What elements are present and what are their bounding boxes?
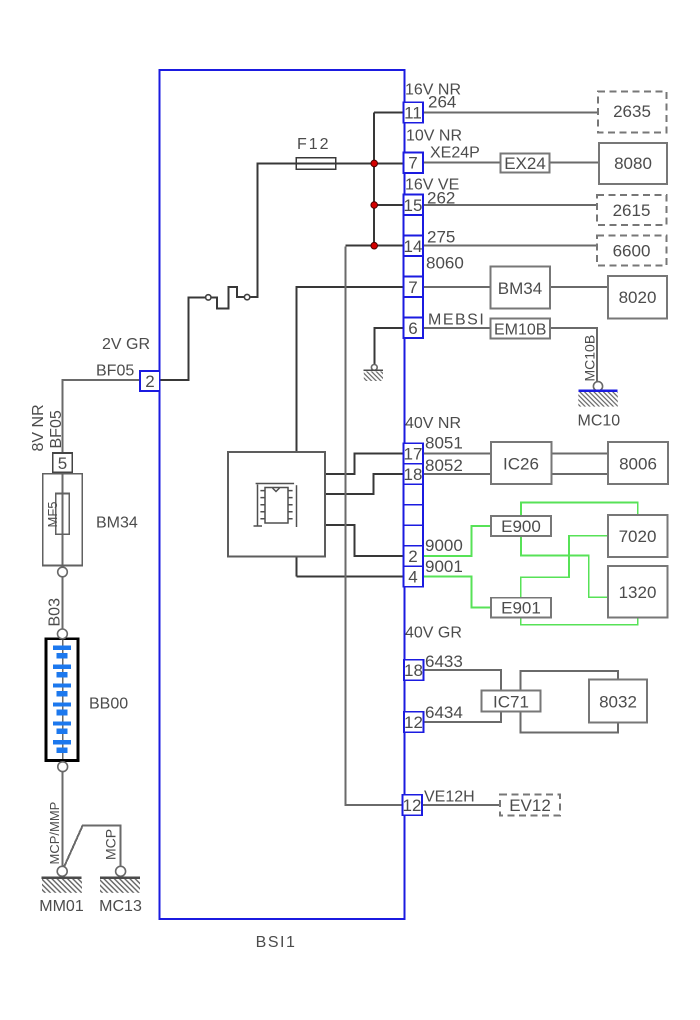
svg-text:262: 262 xyxy=(427,189,455,208)
svg-text:2: 2 xyxy=(408,547,417,566)
svg-text:IC26: IC26 xyxy=(503,455,539,474)
svg-text:7: 7 xyxy=(408,154,417,173)
svg-text:275: 275 xyxy=(427,228,455,247)
svg-text:8051: 8051 xyxy=(425,434,463,453)
svg-text:8032: 8032 xyxy=(599,693,637,712)
svg-text:BF05: BF05 xyxy=(48,410,65,448)
svg-text:15: 15 xyxy=(404,196,423,215)
svg-text:16V VE: 16V VE xyxy=(405,177,459,194)
svg-text:8020: 8020 xyxy=(619,288,657,307)
svg-text:2V GR: 2V GR xyxy=(102,336,150,353)
svg-text:40V NR: 40V NR xyxy=(405,415,461,432)
svg-text:EV12: EV12 xyxy=(509,796,551,815)
svg-text:VE12H: VE12H xyxy=(424,789,475,806)
svg-text:IC71: IC71 xyxy=(493,693,529,712)
svg-text:2615: 2615 xyxy=(613,201,651,220)
svg-text:2: 2 xyxy=(145,372,154,391)
svg-text:17: 17 xyxy=(404,445,423,464)
svg-text:18: 18 xyxy=(404,465,423,484)
svg-text:MC13: MC13 xyxy=(99,898,142,915)
svg-text:9001: 9001 xyxy=(425,557,463,576)
svg-text:6: 6 xyxy=(408,319,417,338)
svg-text:BB00: BB00 xyxy=(89,696,128,713)
svg-text:BSI1: BSI1 xyxy=(256,934,297,951)
svg-text:EX24: EX24 xyxy=(504,154,546,173)
svg-text:MF5: MF5 xyxy=(45,502,60,528)
svg-text:F12: F12 xyxy=(297,136,331,153)
svg-text:MCP: MCP xyxy=(103,829,119,860)
svg-text:B03: B03 xyxy=(47,598,64,627)
svg-text:MCP/MMP: MCP/MMP xyxy=(47,802,62,865)
svg-text:MC10B: MC10B xyxy=(582,335,598,382)
svg-text:40V GR: 40V GR xyxy=(405,625,462,642)
svg-text:6434: 6434 xyxy=(425,703,463,722)
svg-text:9000: 9000 xyxy=(425,536,463,555)
svg-text:XE24P: XE24P xyxy=(430,145,480,162)
svg-text:8006: 8006 xyxy=(619,455,657,474)
svg-text:E900: E900 xyxy=(501,517,541,536)
svg-text:8V NR: 8V NR xyxy=(30,404,47,451)
svg-text:5: 5 xyxy=(58,454,67,473)
svg-text:12: 12 xyxy=(404,713,423,732)
svg-text:BM34: BM34 xyxy=(96,515,138,532)
svg-text:8080: 8080 xyxy=(614,154,652,173)
svg-text:MEBSI: MEBSI xyxy=(428,312,485,329)
svg-text:6600: 6600 xyxy=(613,242,651,261)
svg-text:11: 11 xyxy=(404,104,422,123)
svg-text:10V NR: 10V NR xyxy=(406,128,462,145)
svg-text:1320: 1320 xyxy=(619,583,657,602)
svg-text:12: 12 xyxy=(403,796,422,815)
svg-text:MM01: MM01 xyxy=(39,898,84,915)
svg-text:6433: 6433 xyxy=(425,652,463,671)
svg-text:14: 14 xyxy=(404,237,423,256)
svg-text:8060: 8060 xyxy=(426,254,464,273)
svg-text:MC10: MC10 xyxy=(578,413,621,430)
svg-text:7020: 7020 xyxy=(619,527,657,546)
svg-text:E901: E901 xyxy=(501,599,541,618)
svg-text:8052: 8052 xyxy=(425,456,463,475)
svg-text:BM34: BM34 xyxy=(498,279,542,298)
svg-text:7: 7 xyxy=(408,278,417,297)
svg-text:4: 4 xyxy=(408,568,417,587)
svg-text:EM10B: EM10B xyxy=(494,322,546,339)
svg-text:264: 264 xyxy=(428,93,456,112)
svg-text:BF05: BF05 xyxy=(96,363,134,380)
svg-text:18: 18 xyxy=(404,661,423,680)
svg-text:2635: 2635 xyxy=(613,102,651,121)
svg-text:16V NR: 16V NR xyxy=(405,82,461,99)
